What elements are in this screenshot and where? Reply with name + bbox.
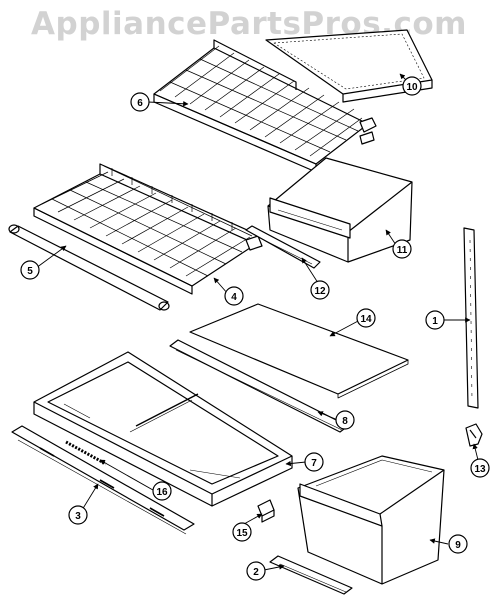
callout-5-label: 5 bbox=[27, 266, 33, 277]
part-10-glass-shelf bbox=[265, 29, 433, 103]
callout-16-label: 16 bbox=[156, 487, 168, 498]
callout-8: 8 bbox=[335, 410, 355, 430]
callout-15-label: 15 bbox=[236, 528, 248, 539]
part-16-vent bbox=[65, 440, 107, 466]
callout-7: 7 bbox=[304, 452, 324, 472]
callouts: 10 6 11 5 4 12 14 1 8 7 13 16 3 15 9 2 bbox=[20, 76, 490, 581]
part-5-shelf-trim bbox=[8, 224, 170, 311]
part-6-wire-shelf bbox=[153, 39, 377, 173]
part-11-crisper-drawer bbox=[267, 157, 413, 263]
callout-10: 10 bbox=[402, 76, 422, 96]
part-9-lower-crisper bbox=[297, 455, 445, 585]
callout-11: 11 bbox=[392, 239, 412, 259]
part-14-crisper-cover-glass bbox=[189, 303, 409, 399]
callout-10-label: 10 bbox=[406, 82, 418, 93]
callout-2: 2 bbox=[246, 561, 266, 581]
callout-4-label: 4 bbox=[231, 292, 237, 303]
part-7-cover-frame bbox=[33, 351, 293, 507]
wire-grid-upper bbox=[159, 45, 363, 157]
part-15-clip bbox=[257, 499, 275, 523]
part-4-wire-shelf bbox=[33, 163, 263, 295]
callout-9-label: 9 bbox=[455, 540, 461, 551]
callout-1-label: 1 bbox=[432, 316, 438, 327]
callout-14: 14 bbox=[356, 308, 376, 328]
callout-1: 1 bbox=[425, 310, 445, 330]
part-1-shelf-ladder bbox=[463, 227, 479, 409]
callout-3: 3 bbox=[68, 505, 88, 525]
callout-9: 9 bbox=[448, 534, 468, 554]
part-3-front-trim bbox=[11, 425, 195, 535]
callout-7-label: 7 bbox=[311, 458, 317, 469]
callout-14-label: 14 bbox=[360, 314, 372, 325]
part-2-drawer-rail bbox=[269, 555, 353, 595]
wire-grid-lower bbox=[41, 165, 253, 277]
callout-15: 15 bbox=[232, 522, 252, 542]
callout-2-label: 2 bbox=[253, 567, 259, 578]
callout-12-label: 12 bbox=[314, 286, 326, 297]
callout-13: 13 bbox=[470, 458, 490, 478]
callout-16: 16 bbox=[152, 481, 172, 501]
callout-6: 6 bbox=[130, 92, 150, 112]
callout-4: 4 bbox=[224, 286, 244, 306]
callout-12: 12 bbox=[310, 280, 330, 300]
callout-5: 5 bbox=[20, 260, 40, 280]
callout-11-label: 11 bbox=[397, 245, 408, 256]
callout-8-label: 8 bbox=[342, 416, 348, 427]
callout-6-label: 6 bbox=[137, 98, 143, 109]
part-13-bracket-clip bbox=[465, 423, 483, 447]
callout-3-label: 3 bbox=[75, 511, 81, 522]
callout-13-label: 13 bbox=[474, 464, 486, 475]
